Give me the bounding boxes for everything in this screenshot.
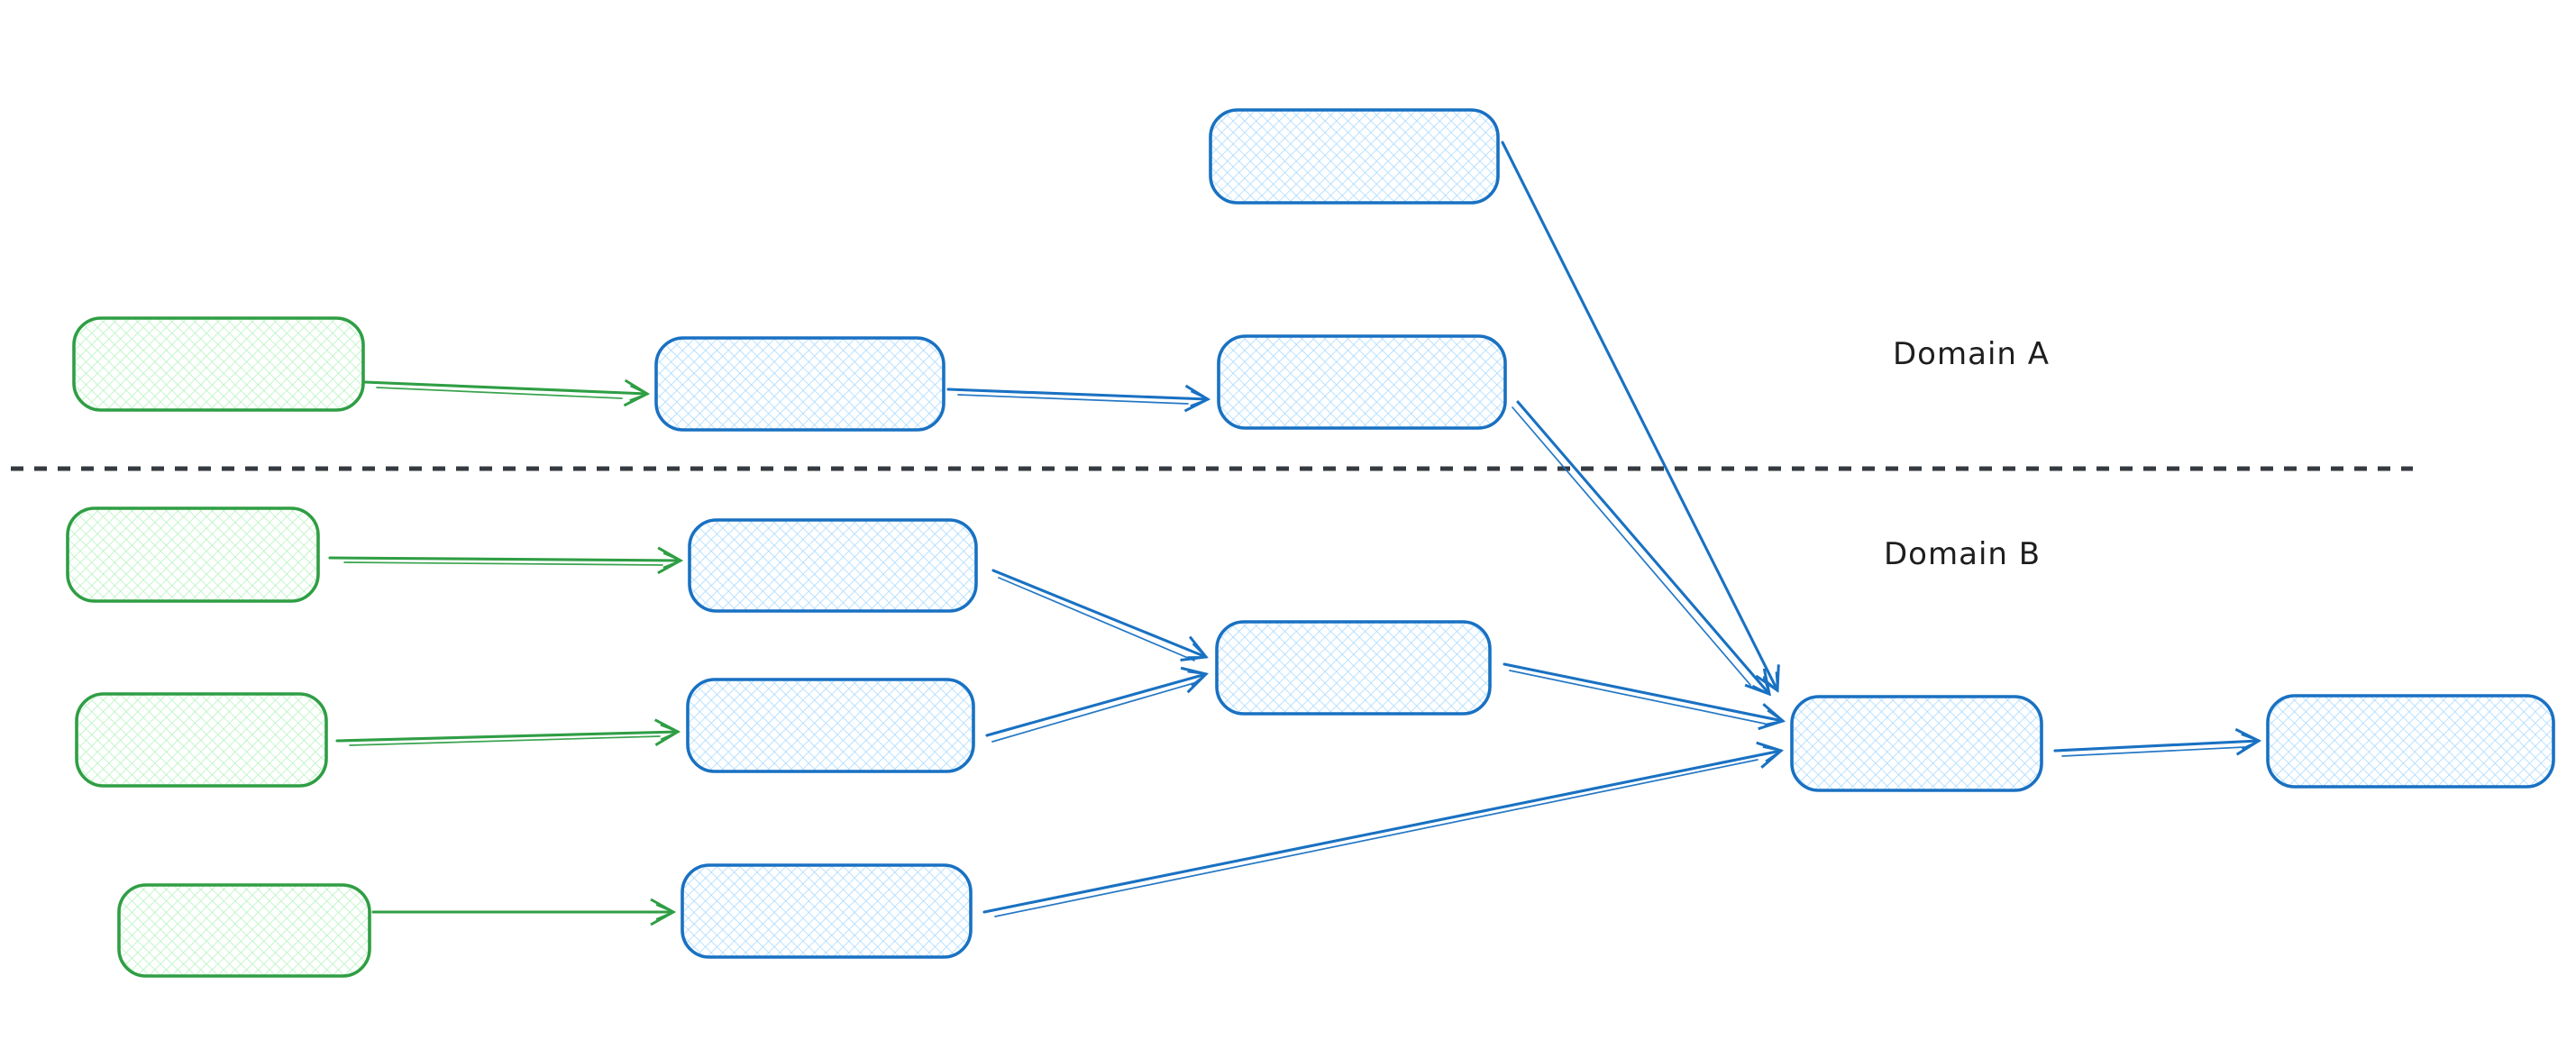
- arrow-a-mid-to-a-right[interactable]: [946, 384, 1211, 413]
- arrow-b1-to-b-mid[interactable]: [991, 569, 1209, 662]
- node-a-source-green[interactable]: [72, 316, 365, 412]
- node-output-blue[interactable]: [2266, 694, 2555, 789]
- node-b1-blue[interactable]: [688, 518, 978, 613]
- arrow-a-top-to-final-join[interactable]: [1501, 141, 1780, 693]
- domain-b-label[interactable]: Domain B: [1884, 536, 2041, 572]
- node-b2-blue[interactable]: [686, 678, 975, 773]
- arrow-b1-source-to-b1[interactable]: [328, 546, 684, 575]
- arrow-a-right-to-final-join[interactable]: [1512, 400, 1772, 697]
- node-b3-blue[interactable]: [681, 863, 973, 959]
- arrow-a-source-to-a-mid[interactable]: [363, 379, 651, 407]
- arrow-b2-to-b-mid[interactable]: [985, 666, 1209, 743]
- arrow-b3-to-final-join[interactable]: [982, 741, 1785, 917]
- arrow-final-join-to-output[interactable]: [2053, 727, 2262, 757]
- node-b-mid-blue[interactable]: [1215, 620, 1492, 716]
- arrow-b-mid-to-final-join[interactable]: [1503, 662, 1786, 731]
- arrow-b2-source-to-b2[interactable]: [335, 718, 681, 746]
- node-b1-source-green[interactable]: [66, 506, 320, 603]
- domain-a-label[interactable]: Domain A: [1893, 336, 2050, 372]
- node-final-join-blue[interactable]: [1790, 695, 2043, 792]
- node-a-top-blue[interactable]: [1209, 108, 1500, 205]
- node-a-right-blue[interactable]: [1217, 334, 1507, 430]
- node-b2-source-green[interactable]: [75, 692, 328, 788]
- node-b3-source-green[interactable]: [117, 883, 371, 978]
- node-a-mid-blue[interactable]: [654, 336, 945, 432]
